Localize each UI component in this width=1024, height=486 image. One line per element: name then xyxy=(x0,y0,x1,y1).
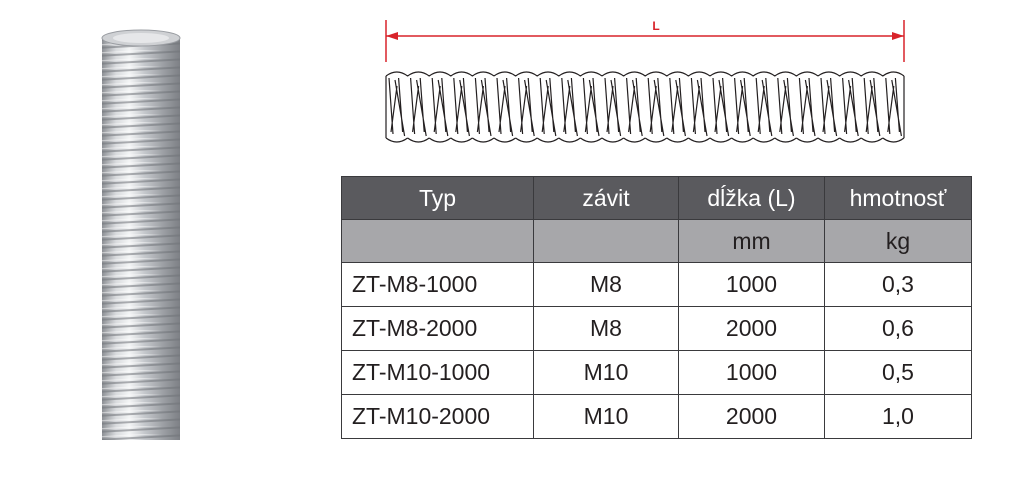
unit-dlzka: mm xyxy=(678,219,825,263)
cell-dlzka: 1000 xyxy=(678,350,825,395)
threaded-rod-outline xyxy=(385,71,905,143)
threaded-rod-image xyxy=(101,29,181,440)
cell-zavit: M10 xyxy=(533,350,679,395)
table-row: ZT-M10-1000 M10 1000 0,5 xyxy=(341,350,972,395)
header-zavit: závit xyxy=(533,176,679,220)
cell-zavit: M10 xyxy=(533,394,679,439)
thread-turn xyxy=(863,77,881,137)
cell-zavit: M8 xyxy=(533,306,679,351)
thread-turn xyxy=(453,77,470,137)
specification-table: Typ závit dĺžka (L) hmotnosť mm kg ZT-M8… xyxy=(341,176,972,439)
cell-typ: ZT-M8-2000 xyxy=(341,306,534,351)
cell-typ: ZT-M8-1000 xyxy=(341,262,534,307)
thread-turn xyxy=(885,77,902,137)
cell-zavit: M8 xyxy=(533,262,679,307)
cell-hmotnost: 0,3 xyxy=(824,262,972,307)
dimension-line xyxy=(385,20,905,62)
rod-dimension-drawing: L xyxy=(385,19,905,143)
thread-turn xyxy=(690,77,708,137)
thread-turn xyxy=(539,77,557,137)
thread-crest-lines xyxy=(385,71,905,143)
table-row: ZT-M10-2000 M10 2000 1,0 xyxy=(341,394,972,439)
thread-turn xyxy=(410,77,427,137)
unit-typ xyxy=(341,219,534,263)
thread-turn xyxy=(669,77,686,137)
thread-turn xyxy=(798,77,816,137)
cell-typ: ZT-M10-2000 xyxy=(341,394,534,439)
table-row: ZT-M8-2000 M8 2000 0,6 xyxy=(341,306,972,351)
thread-turn xyxy=(561,77,578,137)
thread-turn xyxy=(604,77,622,137)
cell-dlzka: 2000 xyxy=(678,306,825,351)
header-hmotnost: hmotnosť xyxy=(824,176,972,220)
header-dlzka: dĺžka (L) xyxy=(678,176,825,220)
thread-turn xyxy=(626,77,643,137)
cell-hmotnost: 1,0 xyxy=(824,394,972,439)
thread-turn xyxy=(820,77,838,137)
cell-typ: ZT-M10-1000 xyxy=(341,350,534,395)
table-units-row: mm kg xyxy=(341,219,972,263)
thread-turn xyxy=(734,77,751,137)
thread-turn xyxy=(431,77,449,137)
thread-turn xyxy=(755,77,773,137)
table-header-row: Typ závit dĺžka (L) hmotnosť xyxy=(341,176,972,220)
cell-hmotnost: 0,5 xyxy=(824,350,972,395)
table-row: ZT-M8-1000 M8 1000 0,3 xyxy=(341,262,972,307)
thread-turn xyxy=(518,77,535,137)
thread-turn xyxy=(842,77,859,137)
header-typ: Typ xyxy=(341,176,534,220)
thread-turn xyxy=(712,77,730,137)
thread-turn xyxy=(388,77,406,137)
thread-turn xyxy=(647,77,665,137)
thread-turn xyxy=(496,77,514,137)
cell-hmotnost: 0,6 xyxy=(824,306,972,351)
cell-dlzka: 1000 xyxy=(678,262,825,307)
dimension-label: L xyxy=(652,19,659,33)
thread-turn xyxy=(474,77,492,137)
unit-hmotnost: kg xyxy=(824,219,972,263)
cell-dlzka: 2000 xyxy=(678,394,825,439)
thread-turn xyxy=(582,77,600,137)
thread-turn xyxy=(777,77,794,137)
unit-zavit xyxy=(533,219,679,263)
